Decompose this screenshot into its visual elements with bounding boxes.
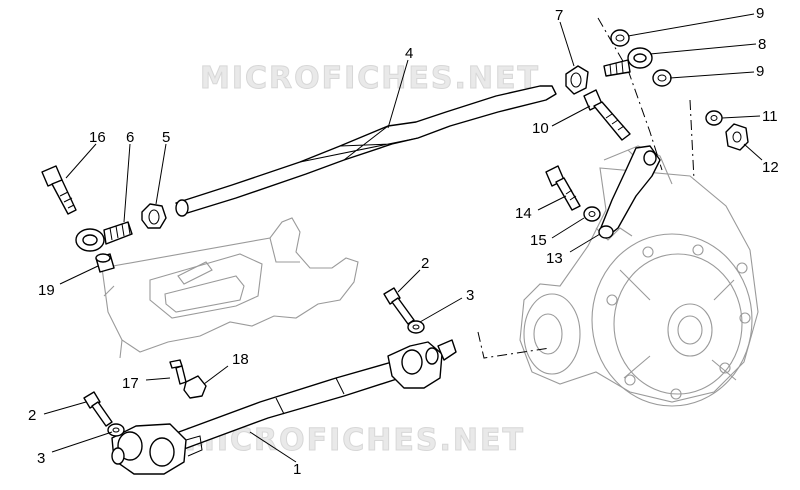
- callout-3-upper: 3: [466, 287, 474, 304]
- callout-19: 19: [38, 282, 55, 299]
- bolt-14: [545, 165, 581, 211]
- nut-12: [725, 123, 749, 151]
- frame-section-ghost: [101, 217, 359, 359]
- linkage-bracket: [598, 145, 661, 239]
- nut-5: [141, 203, 167, 229]
- rod-end-6: [75, 221, 133, 252]
- callout-7: 7: [555, 7, 563, 24]
- washer-3-lower: [107, 423, 125, 437]
- callout-18: 18: [232, 351, 249, 368]
- final-drive-housing-ghost: [519, 145, 759, 407]
- pin-17: [169, 359, 187, 385]
- callout-1: 1: [293, 461, 301, 478]
- callout-6: 6: [126, 129, 134, 146]
- spacer-19: [95, 253, 115, 273]
- callout-15: 15: [530, 232, 547, 249]
- axis-line-right: [689, 99, 695, 181]
- drive-shaft: [111, 339, 457, 475]
- bushing-9-upper: [610, 29, 630, 47]
- bolt-2-lower: [83, 391, 113, 427]
- nut-7: [565, 65, 589, 95]
- watermark-top: MICROFICHES.NET: [200, 61, 540, 96]
- bolt-16: [41, 165, 77, 215]
- callout-4: 4: [405, 45, 413, 62]
- callout-11: 11: [762, 108, 778, 125]
- callout-14: 14: [515, 205, 532, 222]
- bushing-18: [183, 375, 207, 399]
- callout-3-lower: 3: [37, 450, 45, 467]
- callout-9-lower: 9: [756, 63, 764, 80]
- callout-9-upper: 9: [756, 5, 764, 22]
- callout-8: 8: [758, 36, 766, 53]
- callout-2-upper: 2: [421, 255, 429, 272]
- axis-line-upper: [597, 17, 663, 171]
- callout-16: 16: [89, 129, 106, 146]
- callout-2-lower: 2: [28, 407, 36, 424]
- callout-labels: 1 2 2 3 3 4 5 6 7 8 9 9 10 11 12 13 14 1…: [28, 5, 779, 478]
- washer-15: [583, 206, 601, 222]
- rod-end-8: [603, 47, 653, 77]
- washer-3-upper: [407, 320, 425, 334]
- leader-lines: [43, 13, 763, 463]
- washer-11: [705, 110, 723, 126]
- linkage-rod: [175, 85, 557, 217]
- callout-12: 12: [762, 159, 779, 176]
- callout-13: 13: [546, 250, 563, 267]
- callout-17: 17: [122, 375, 139, 392]
- bolt-2-upper: [383, 287, 415, 325]
- axis-line-lower: [477, 331, 551, 359]
- callout-5: 5: [162, 129, 170, 146]
- callout-10: 10: [532, 120, 549, 137]
- bolt-10: [583, 89, 631, 141]
- bushing-9-lower: [652, 69, 672, 87]
